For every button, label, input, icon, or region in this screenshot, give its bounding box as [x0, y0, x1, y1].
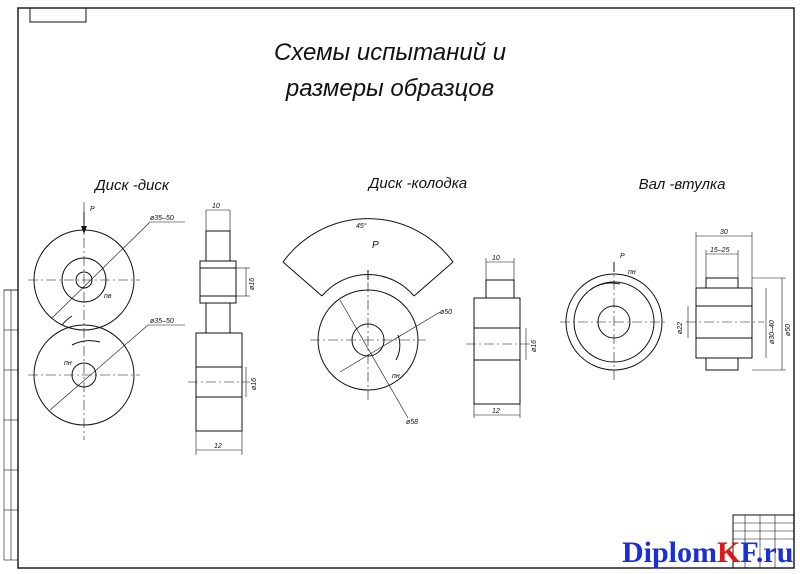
dim-width-bottom: 12: [214, 443, 222, 450]
dim-bore-2: ø16: [531, 340, 538, 352]
dim-bush-inner-width: 15–25: [710, 247, 730, 254]
watermark-part-3: F.ru: [740, 536, 793, 569]
rot-upper: nв: [104, 293, 112, 300]
watermark: DiplomKF.ru: [622, 536, 793, 569]
scheme-disk-disk: Диск -диск P ø35–50 ø35–50 nв nн: [28, 177, 258, 455]
title-line-2: размеры образцов: [285, 75, 494, 102]
svg-text:DiplomKF.ru: DiplomKF.ru: [622, 536, 793, 569]
dim-bore-bottom: ø16: [251, 378, 258, 390]
force-label-3: P: [620, 253, 625, 260]
scheme-label-disk-disk: Диск -диск: [93, 177, 170, 194]
scheme-disk-shoe: Диск -колодка 45° P nн ø50 ø58 10 ø16: [282, 175, 538, 426]
dim-shoe-dia: ø58: [406, 419, 418, 426]
scheme-label-shaft-bush: Вал -втулка: [639, 176, 726, 193]
rot-disk-shoe: nн: [392, 373, 400, 380]
dim-width-top-2: 10: [492, 255, 500, 262]
scheme-shaft-bush: Вал -втулка P nн 30 15–25 ø22 ø30–40: [560, 176, 792, 382]
dim-lower-dia: ø35–50: [150, 318, 174, 325]
dim-bush-dia-mid: ø30–40: [769, 320, 776, 344]
dim-outer-dia: ø50: [440, 309, 452, 316]
dim-bore-top: ø16: [249, 278, 256, 290]
dim-bush-dia-outer: ø50: [785, 324, 792, 336]
watermark-part-2: K: [717, 536, 741, 569]
rot-lower: nн: [64, 360, 72, 367]
title-line-1: Схемы испытаний и: [274, 39, 506, 66]
dim-width-bottom-2: 12: [492, 408, 500, 415]
force-label-2: P: [372, 240, 379, 251]
dim-bush-width: 30: [720, 229, 728, 236]
dim-upper-dia: ø35–50: [150, 215, 174, 222]
dim-bush-dia-inner: ø22: [677, 322, 684, 334]
title-block: [732, 514, 795, 569]
dim-width-top: 10: [212, 203, 220, 210]
force-label-1: P: [90, 206, 95, 213]
sheet-frame: [3, 7, 795, 569]
angle-label: 45°: [356, 222, 367, 230]
scheme-label-disk-shoe: Диск -колодка: [367, 175, 467, 192]
rot-bush: nн: [628, 269, 636, 276]
watermark-part-1: Diplom: [622, 536, 717, 569]
